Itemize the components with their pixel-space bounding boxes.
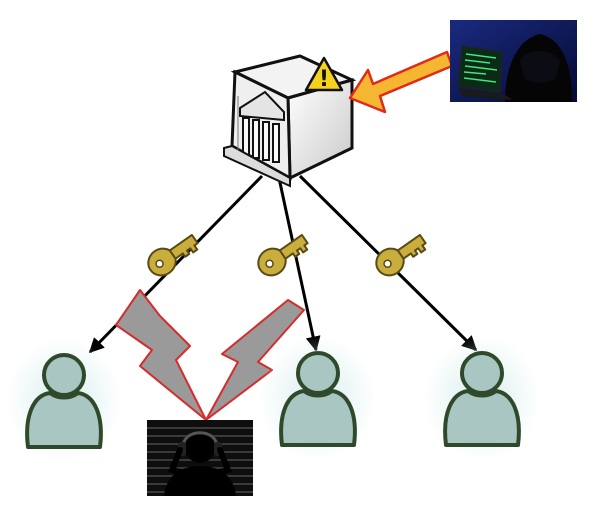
key-icon <box>147 233 199 277</box>
key-icon <box>257 233 309 277</box>
eavesdropper-headphones-icon <box>147 420 253 496</box>
right-lightning-bolt-icon <box>205 299 305 421</box>
attack-arrow <box>348 50 454 114</box>
user-icon <box>424 336 540 460</box>
user-icon <box>6 338 122 462</box>
key-icon <box>375 233 427 277</box>
hooded-hacker-icon <box>450 20 577 102</box>
left-lightning-bolt-icon <box>115 289 207 421</box>
bank-server-icon <box>223 54 357 188</box>
warning-glyph: ! <box>319 67 329 92</box>
link-to-user-2 <box>277 177 321 352</box>
user-icon <box>260 336 376 460</box>
warning-triangle-icon: ! <box>304 56 344 92</box>
